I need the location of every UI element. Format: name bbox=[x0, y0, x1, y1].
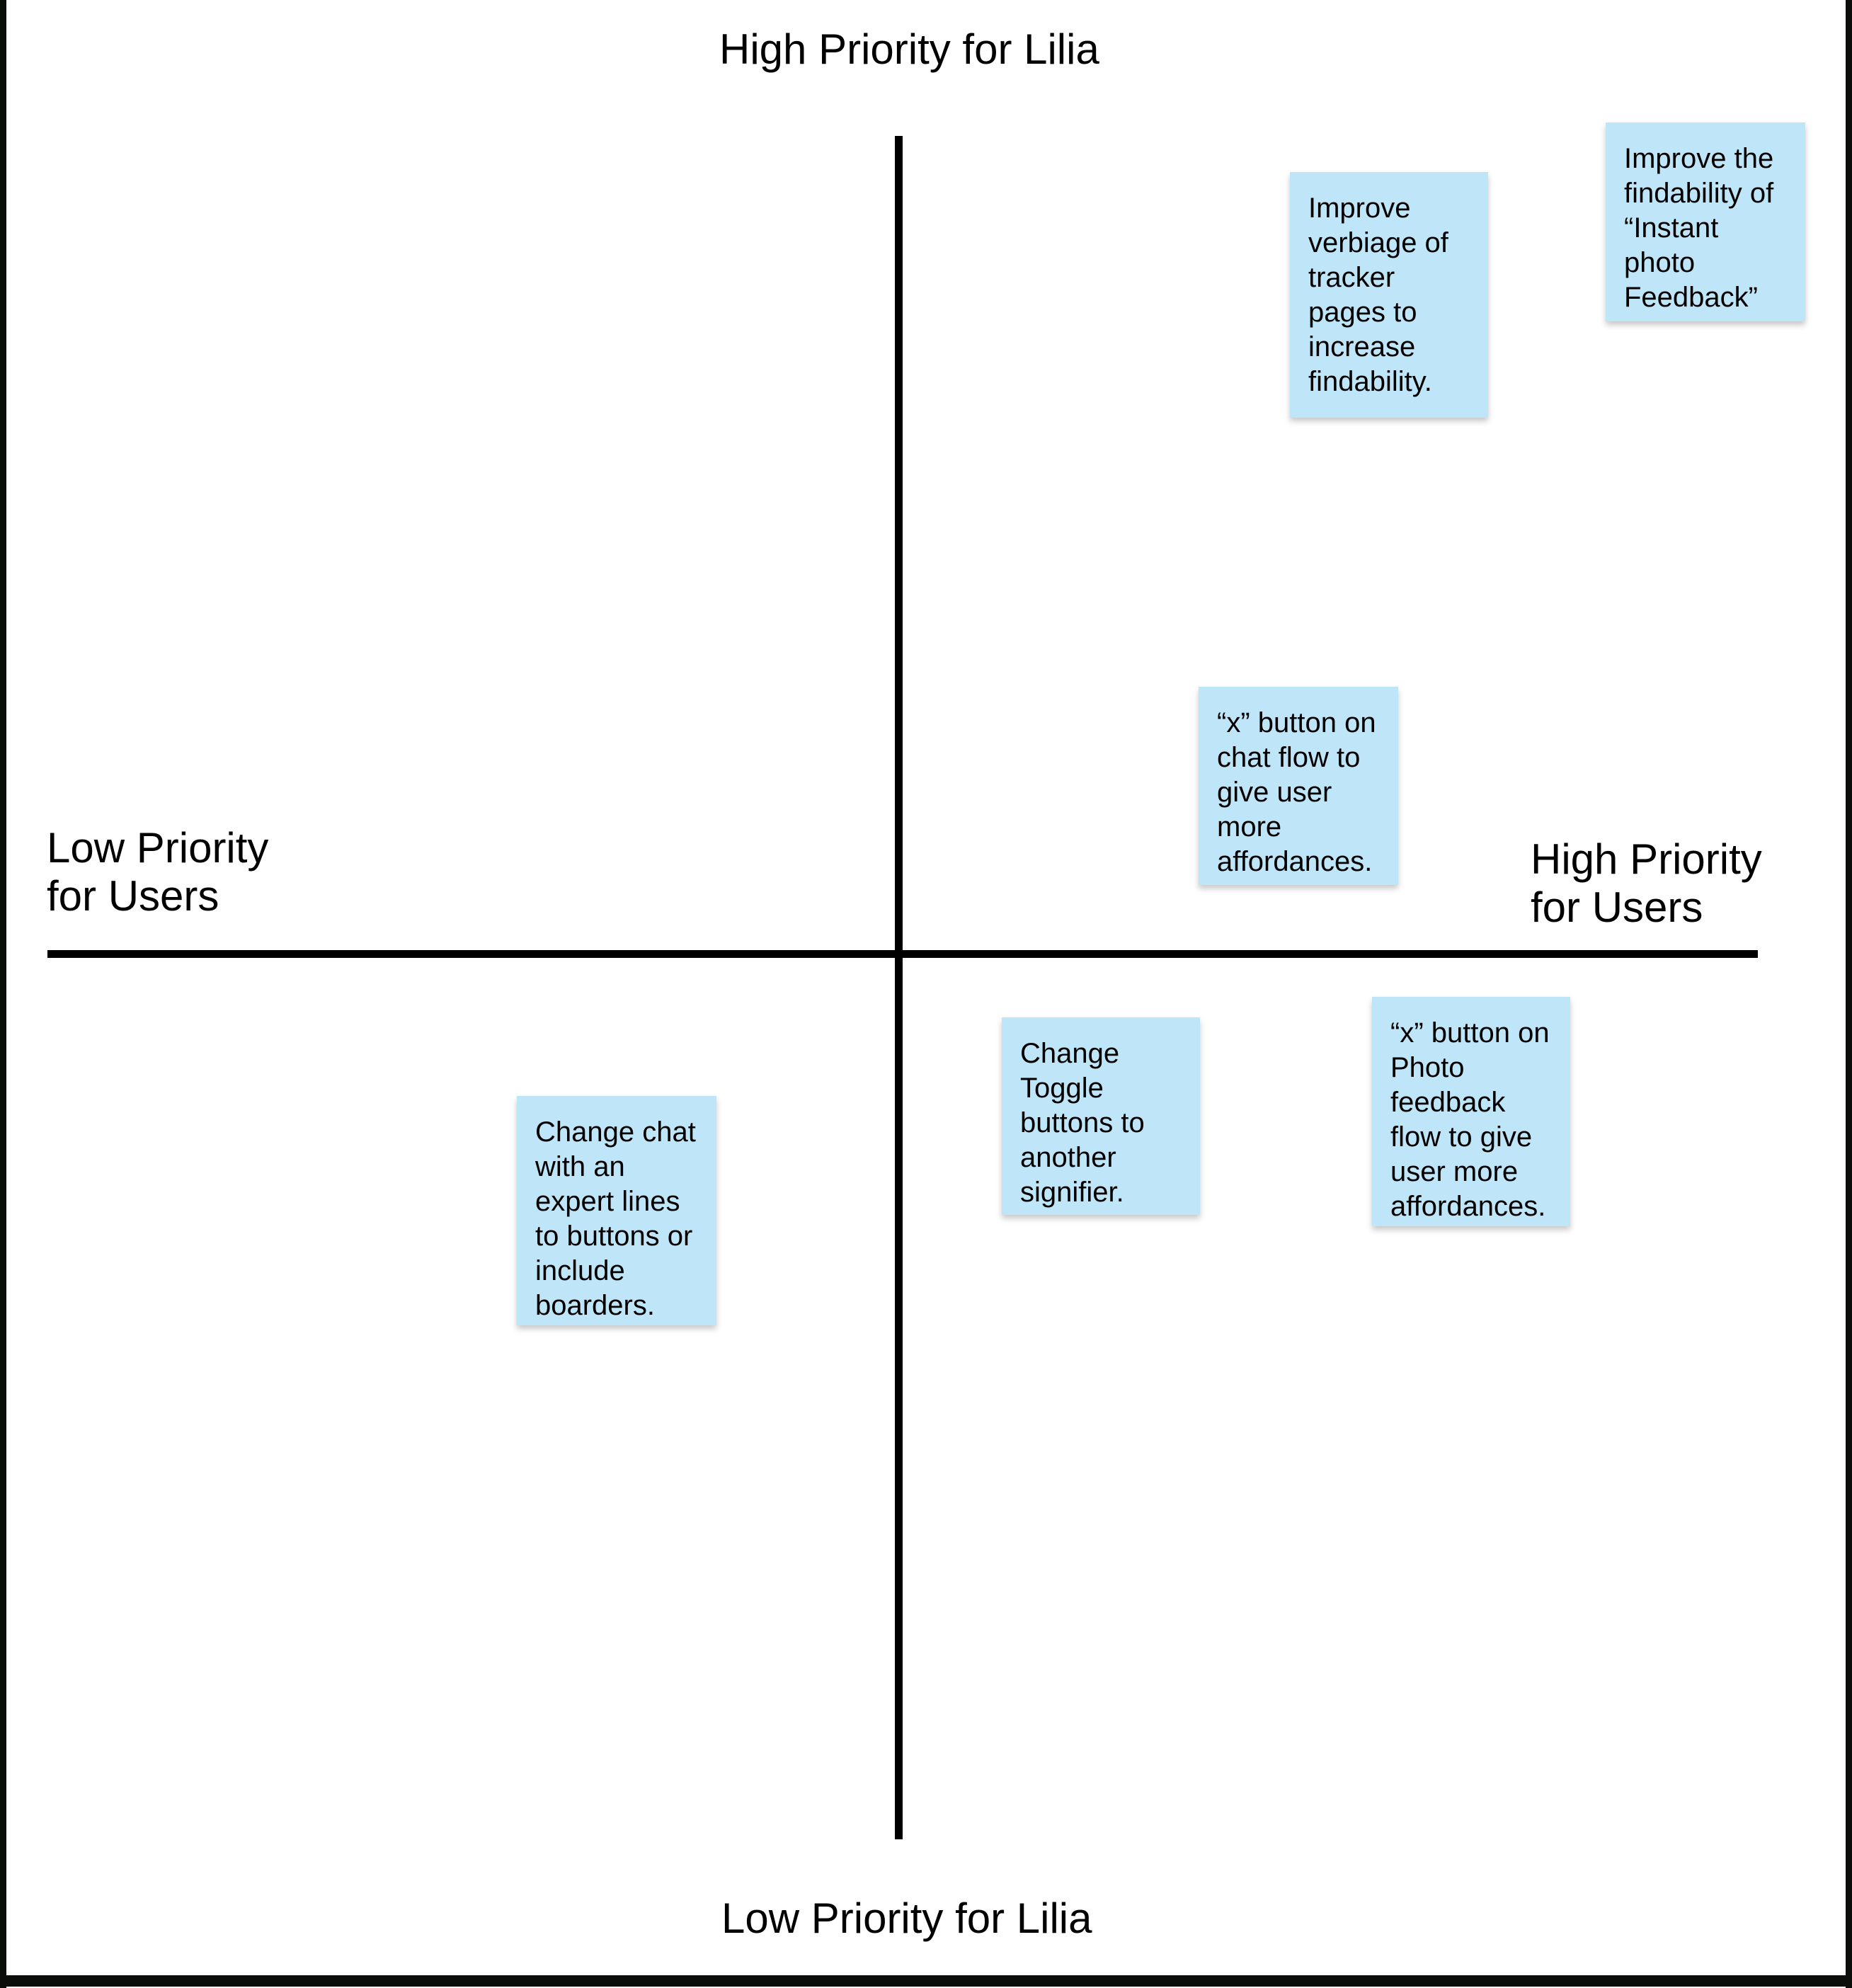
page-edge-left bbox=[0, 0, 6, 1988]
page-edge-right bbox=[1846, 0, 1852, 1988]
sticky-note-improve-findability-instant-photo-feedback[interactable]: Improve the findability of “Instant phot… bbox=[1606, 122, 1805, 321]
horizontal-axis-line bbox=[47, 950, 1758, 958]
vertical-axis-line bbox=[895, 136, 903, 1839]
sticky-note-improve-verbiage-tracker[interactable]: Improve verbiage of tracker pages to inc… bbox=[1290, 172, 1488, 418]
sticky-note-change-chat-expert-lines[interactable]: Change chat with an expert lines to butt… bbox=[517, 1096, 716, 1325]
axis-label-bottom: Low Priority for Lilia bbox=[721, 1895, 1092, 1942]
axis-label-right: High Priority for Users bbox=[1531, 835, 1762, 931]
sticky-note-change-toggle-buttons[interactable]: Change Toggle buttons to another signifi… bbox=[1002, 1017, 1200, 1215]
axis-label-top: High Priority for Lilia bbox=[719, 25, 1099, 73]
page-edge-bottom bbox=[0, 1975, 1852, 1987]
axis-label-left: Low Priority for Users bbox=[47, 824, 269, 920]
sticky-note-x-button-chat-flow[interactable]: “x” button on chat flow to give user mor… bbox=[1199, 687, 1398, 885]
sticky-note-x-button-photo-feedback[interactable]: “x” button on Photo feedback flow to giv… bbox=[1372, 997, 1570, 1226]
